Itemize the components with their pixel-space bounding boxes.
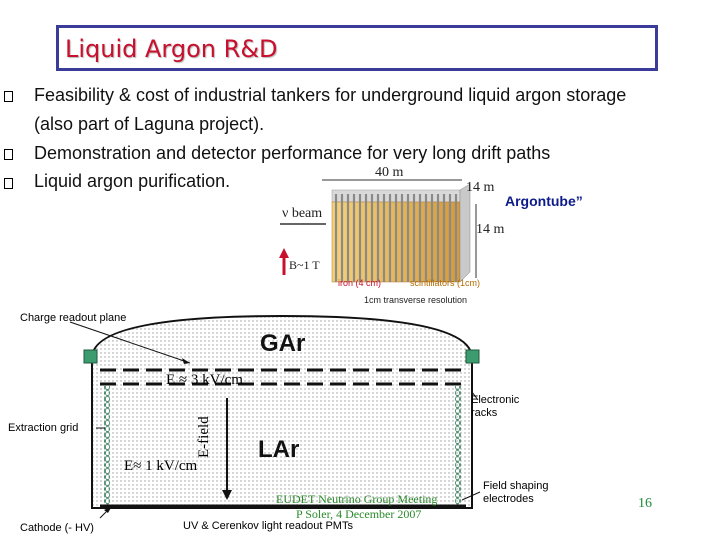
page-number: 16 [638, 496, 652, 511]
liquid-argon-label: LAr [258, 436, 300, 463]
bullet-3: Liquid argon purification. [34, 171, 231, 191]
resolution-label: 1cm transverse resolution [364, 295, 468, 305]
field-label: B~1 T [289, 258, 320, 272]
lower-field-label: E≈ 1 kV/cm [124, 458, 198, 474]
efield-label: E-field [196, 416, 212, 458]
argontube-caption: Argontube” [505, 193, 583, 209]
bullet-marker [4, 149, 13, 160]
charge-readout-label: Charge readout plane [20, 312, 127, 324]
beam-label: ν beam [282, 206, 323, 221]
field-shaping-label-1: Field shaping [483, 480, 549, 492]
gas-argon-label: GAr [260, 330, 306, 357]
bullet-1-line-1: Feasibility & cost of industrial tankers… [34, 85, 627, 105]
extraction-grid-label: Extraction grid [8, 422, 79, 434]
bullet-2: Demonstration and detector performance f… [34, 143, 551, 163]
pmt-label: UV & Cerenkov light readout PMTs [183, 520, 353, 532]
slide-title: Liquid Argon R&D [65, 35, 278, 63]
field-shaping-label-2: electrodes [483, 493, 534, 505]
electronic-racks-label-2: racks [471, 407, 498, 419]
cathode-label: Cathode (- HV) [20, 522, 94, 534]
detector-illustration [279, 179, 477, 283]
height-label: 14 m [476, 222, 505, 237]
scintillator-label: scintillators (1cm) [410, 278, 481, 288]
length-label: 40 m [375, 165, 404, 180]
bullet-marker [4, 178, 13, 189]
bullet-marker [4, 91, 13, 102]
cryostat-diagram [69, 314, 481, 519]
meeting-author-date: P Soler, 4 December 2007 [296, 507, 422, 521]
title-box: Liquid Argon R&D [56, 25, 658, 71]
width-label: 14 m [466, 180, 495, 195]
upper-field-label: E ≈ 3 kV/cm [166, 372, 243, 388]
bullet-1-line-2: (also part of Laguna project). [34, 114, 265, 134]
electronic-racks-label-1: Electronic [471, 394, 520, 406]
meeting-name: EUDET Neutrino Group Meeting [276, 492, 438, 506]
iron-label: iron (4 cm) [338, 278, 382, 288]
